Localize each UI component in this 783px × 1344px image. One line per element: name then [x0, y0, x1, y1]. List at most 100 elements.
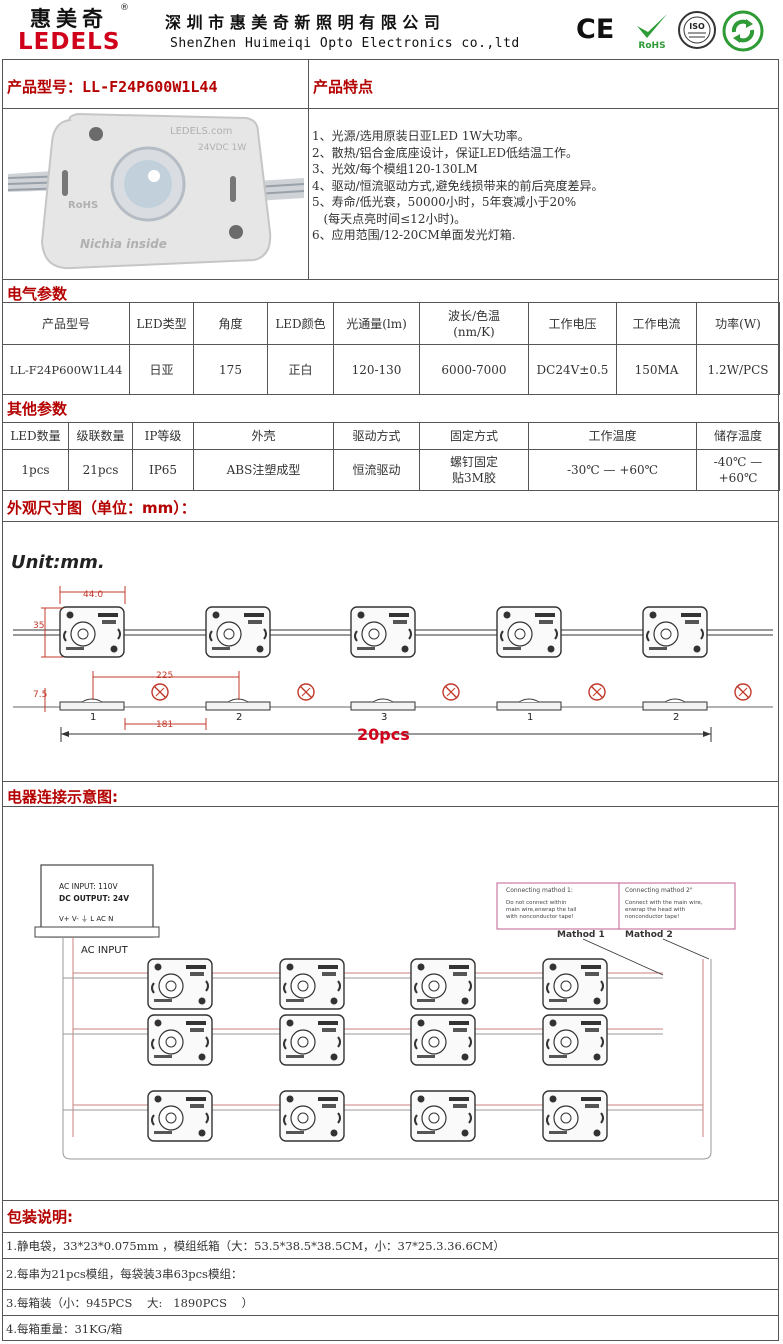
gap-dim-label: 181 — [156, 720, 173, 730]
module-index-label: 3 — [381, 712, 387, 723]
cell: 150MA — [616, 344, 697, 395]
divider — [2, 806, 779, 807]
divider — [2, 1232, 779, 1233]
led-module-side: 2 — [205, 698, 271, 723]
count-label: 20pcs — [357, 725, 410, 744]
led-module-side: 1 — [496, 698, 562, 723]
module-index-label: 1 — [90, 712, 96, 723]
divider — [2, 1315, 779, 1316]
cell: 21pcs — [68, 449, 133, 491]
svg-text:LEDELS.com: LEDELS.com — [170, 126, 232, 137]
table-header-row: 产品型号 LED类型 角度 LED颜色 光通量(lm) 波长/色温 (nm/K)… — [2, 302, 780, 345]
divider — [2, 1200, 779, 1201]
spec-sheet-frame — [2, 59, 779, 1341]
cell: IP65 — [132, 449, 194, 491]
led-module — [350, 606, 416, 658]
header-cell: 工作电流 — [616, 302, 697, 345]
led-module — [147, 1090, 213, 1142]
other-table: LED数量 级联数量 IP等级 外壳 驱动方式 固定方式 工作温度 储存温度 1… — [2, 422, 780, 491]
table-row: LL-F24P600W1L44 日亚 175 正白 120-130 6000-7… — [2, 344, 780, 395]
header-cell: IP等级 — [132, 422, 194, 450]
electrical-table: 产品型号 LED类型 角度 LED颜色 光通量(lm) 波长/色温 (nm/K)… — [2, 302, 780, 395]
registered-mark: ® — [120, 3, 129, 13]
rohs-check-icon: RoHS — [634, 12, 670, 51]
dimension-title: 外观尺寸图（单位：mm）： — [7, 499, 196, 517]
model-label: 产品型号：LL-F24P600W1L44 — [7, 78, 218, 96]
header: 惠美奇 ® LEDELS 深 圳 市 惠 美 奇 新 照 明 有 限 公 司 S… — [0, 0, 783, 59]
svg-text:ISO: ISO — [689, 22, 705, 31]
features-list: 1、光源/选用原装日亚LED 1W大功率。 2、散热/铝合金底座设计，保证LED… — [312, 128, 772, 244]
method2-line: Connect with the main wire, — [625, 900, 703, 906]
divider — [2, 1258, 779, 1259]
company-name-cn: 深 圳 市 惠 美 奇 新 照 明 有 限 公 司 — [165, 13, 440, 32]
features-title: 产品特点 — [313, 78, 374, 96]
cell: LL-F24P600W1L44 — [2, 344, 130, 395]
led-module — [279, 958, 345, 1010]
led-module — [542, 1090, 608, 1142]
ps-output-label: DC OUTPUT: 24V — [59, 894, 129, 903]
led-module — [147, 958, 213, 1010]
header-cell: LED类型 — [129, 302, 194, 345]
packing-line: 3.每箱装（小：945PCS 大: 1890PCS ） — [6, 1296, 254, 1310]
header-cell: 工作电压 — [528, 302, 617, 345]
divider — [2, 108, 779, 109]
unit-label: Unit:mm. — [11, 552, 105, 573]
header-cell: 驱动方式 — [333, 422, 420, 450]
other-title: 其他参数 — [7, 400, 68, 418]
ce-mark-icon: CE — [576, 14, 615, 45]
header-cell: 级联数量 — [68, 422, 133, 450]
method1-title: Connecting mathod 1: — [506, 887, 573, 894]
wiring-title: 电器连接示意图: — [7, 788, 118, 806]
cell: 120-130 — [333, 344, 420, 395]
model-number: LL-F24P600W1L44 — [82, 78, 218, 96]
cell: 螺钉固定 贴3M胶 — [419, 449, 529, 491]
feature-item: (每天点亮时间≤12小时)。 — [312, 211, 467, 226]
packing-line: 2.每串为21pcs模组，每袋装3串63pcs模组： — [6, 1267, 243, 1281]
cell: DC24V±0.5 — [528, 344, 617, 395]
led-module — [410, 1014, 476, 1066]
led-module — [410, 1090, 476, 1142]
feature-item: 5、寿命/低光衰，50000小时，5年衰减小于20% — [312, 195, 577, 209]
divider — [2, 279, 779, 280]
header-cell: 角度 — [193, 302, 268, 345]
svg-text:24VDC 1W: 24VDC 1W — [198, 143, 246, 153]
cell: -40℃ — +60℃ — [696, 449, 780, 491]
header-cell: 波长/色温 (nm/K) — [419, 302, 529, 345]
iso-seal-icon: ISO — [677, 10, 717, 50]
feature-item: 6、应用范围/12-20CM单面发光灯箱. — [312, 228, 516, 242]
svg-text:Nichia inside: Nichia inside — [80, 237, 167, 251]
header-cell: 功率(W) — [696, 302, 780, 345]
feature-item: 2、散热/铝合金底座设计，保证LED低结温工作。 — [312, 145, 579, 160]
cell: -30℃ — +60℃ — [528, 449, 697, 491]
module-index-label: 2 — [673, 712, 679, 723]
divider — [2, 521, 779, 522]
method1-line: with nonconductor tape! — [506, 914, 574, 920]
cell: 日亚 — [129, 344, 194, 395]
led-module — [59, 606, 125, 658]
model-divider — [308, 59, 309, 279]
divider — [2, 781, 779, 782]
led-module — [205, 606, 271, 658]
led-module — [542, 958, 608, 1010]
brand-logo-en: LEDELS — [18, 29, 121, 55]
no-cut-icon — [588, 683, 606, 701]
table-row: 1pcs 21pcs IP65 ABS注塑成型 恒流驱动 螺钉固定 贴3M胶 -… — [2, 449, 780, 491]
module-index-label: 2 — [236, 712, 242, 723]
no-cut-icon — [151, 683, 169, 701]
header-cell: 工作温度 — [528, 422, 697, 450]
cell: ABS注塑成型 — [193, 449, 334, 491]
wiring-diagram: AC INPUT: 110V DC OUTPUT: 24V V+ V- ⏚ L … — [3, 807, 778, 1199]
module-index-label: 1 — [527, 712, 533, 723]
pitch-dim-label: 225 — [156, 671, 173, 681]
method2-line: nonconductor tape! — [625, 914, 679, 920]
header-cell: 光通量(lm) — [333, 302, 420, 345]
svg-text:RoHS: RoHS — [68, 200, 98, 211]
brand-logo-cn: 惠美奇 — [30, 6, 108, 31]
led-module — [279, 1014, 345, 1066]
packing-line: 4.每箱重量：31KG/箱 — [6, 1322, 123, 1336]
ac-input-label: AC INPUT — [81, 945, 129, 956]
header-cell: 固定方式 — [419, 422, 529, 450]
method2-title: Connecting mathod 2" — [625, 887, 693, 894]
svg-text:RoHS: RoHS — [638, 41, 665, 50]
feature-item: 3、光效/每个模组120-130LM — [312, 162, 478, 176]
